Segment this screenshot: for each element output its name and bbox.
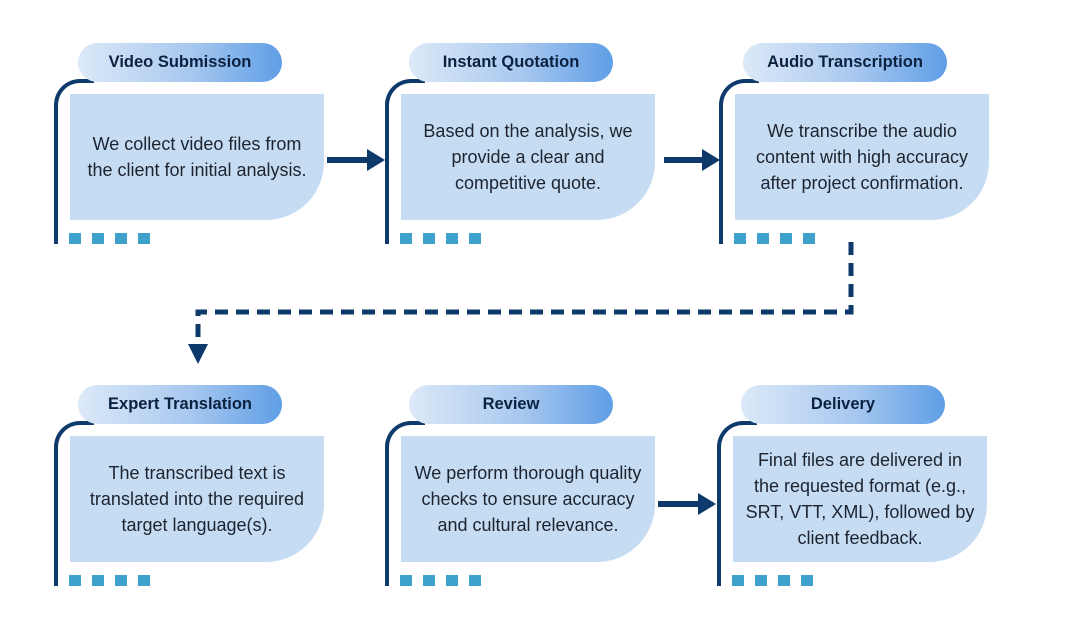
step-dots [400,233,481,244]
step-card-review: Review We perform thorough quality check… [385,385,660,595]
step-card-video-submission: Video Submission We collect video files … [54,43,329,253]
step-card-audio-transcription: Audio Transcription We transcribe the au… [719,43,994,253]
step-card-delivery: Delivery Final files are delivered in th… [717,385,992,595]
card-frame [385,421,425,586]
card-frame [54,421,94,586]
step-dots [69,233,150,244]
step-description: We transcribe the audio content with hig… [735,94,989,220]
step-title: Expert Translation [78,385,282,424]
step-title: Review [409,385,613,424]
step-dots [400,575,481,586]
card-frame [717,421,757,586]
arrow-right-icon [664,149,720,171]
card-frame [719,79,759,244]
step-card-instant-quotation: Instant Quotation Based on the analysis,… [385,43,660,253]
step-dots [734,233,815,244]
step-description: We perform thorough quality checks to en… [401,436,655,562]
arrow-right-icon [658,493,716,515]
step-description: Based on the analysis, we provide a clea… [401,94,655,220]
step-title: Video Submission [78,43,282,82]
step-dots [732,575,813,586]
card-frame [385,79,425,244]
step-description: Final files are delivered in the request… [733,436,987,562]
card-frame [54,79,94,244]
arrow-right-icon [327,149,385,171]
step-title: Instant Quotation [409,43,613,82]
step-description: We collect video files from the client f… [70,94,324,220]
step-dots [69,575,150,586]
step-description: The transcribed text is translated into … [70,436,324,562]
step-title: Audio Transcription [743,43,947,82]
step-title: Delivery [741,385,945,424]
step-card-expert-translation: Expert Translation The transcribed text … [54,385,329,595]
